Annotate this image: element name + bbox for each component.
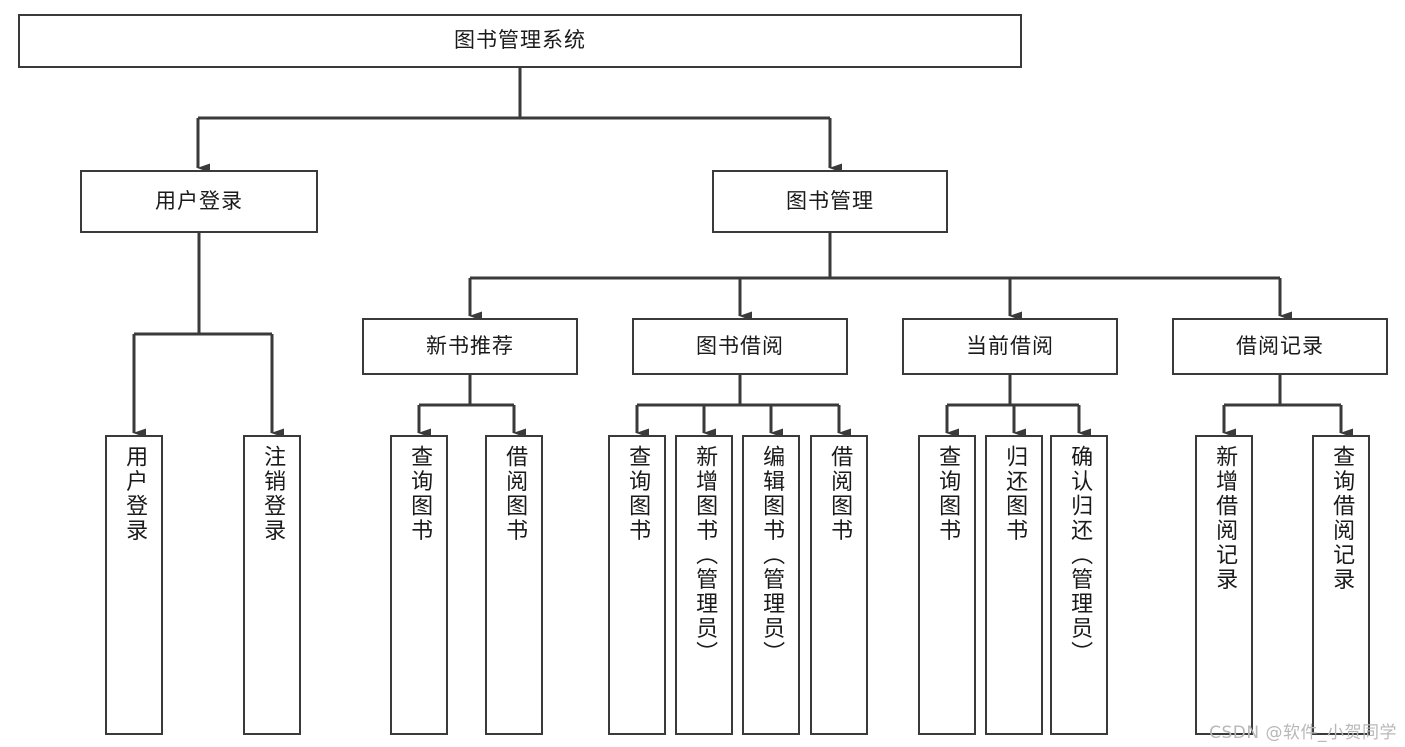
leaf-borrow-edit-book-label: 编辑图书（管理员） <box>759 445 785 666</box>
leaf-borrow-borrow-book-label: 借阅图书 <box>827 445 853 543</box>
node-user-login[interactable]: 用户登录 <box>80 170 318 233</box>
leaf-user-login-signout[interactable]: 注销登录 <box>243 435 301 735</box>
leaf-record-add[interactable]: 新增借阅记录 <box>1195 435 1253 735</box>
leaf-user-login-signout-label: 注销登录 <box>260 445 286 543</box>
leaf-current-confirm-return[interactable]: 确认归还（管理员） <box>1050 435 1108 735</box>
leaf-borrow-edit-book[interactable]: 编辑图书（管理员） <box>742 435 800 735</box>
node-book-management-label: 图书管理 <box>786 188 874 213</box>
leaf-user-login-signin[interactable]: 用户登录 <box>105 435 163 735</box>
leaf-current-query-book[interactable]: 查询图书 <box>918 435 976 735</box>
node-book-management[interactable]: 图书管理 <box>712 170 948 233</box>
leaf-new-book-query[interactable]: 查询图书 <box>390 435 448 735</box>
leaf-new-book-borrow[interactable]: 借阅图书 <box>485 435 543 735</box>
leaf-current-return-book-label: 归还图书 <box>1002 445 1028 543</box>
node-user-login-label: 用户登录 <box>155 188 243 213</box>
leaf-current-return-book[interactable]: 归还图书 <box>985 435 1043 735</box>
leaf-current-confirm-return-label: 确认归还（管理员） <box>1067 445 1093 666</box>
leaf-record-add-label: 新增借阅记录 <box>1212 445 1238 592</box>
leaf-borrow-query-book[interactable]: 查询图书 <box>608 435 666 735</box>
node-root-label: 图书管理系统 <box>454 28 586 53</box>
node-new-book-recommend[interactable]: 新书推荐 <box>362 318 578 375</box>
node-current-borrow-label: 当前借阅 <box>966 333 1054 358</box>
leaf-borrow-borrow-book[interactable]: 借阅图书 <box>810 435 868 735</box>
leaf-record-query-label: 查询借阅记录 <box>1329 445 1355 592</box>
leaf-borrow-add-book[interactable]: 新增图书（管理员） <box>675 435 733 735</box>
node-book-borrow[interactable]: 图书借阅 <box>632 318 848 375</box>
leaf-record-query[interactable]: 查询借阅记录 <box>1312 435 1370 735</box>
leaf-user-login-signin-label: 用户登录 <box>122 445 148 543</box>
node-new-book-recommend-label: 新书推荐 <box>426 333 514 358</box>
leaf-current-query-book-label: 查询图书 <box>935 445 961 543</box>
leaf-borrow-query-book-label: 查询图书 <box>625 445 651 543</box>
node-borrow-record-label: 借阅记录 <box>1236 333 1324 358</box>
leaf-borrow-add-book-label: 新增图书（管理员） <box>692 445 718 666</box>
leaf-new-book-borrow-label: 借阅图书 <box>502 445 528 543</box>
node-root[interactable]: 图书管理系统 <box>18 14 1022 68</box>
leaf-new-book-query-label: 查询图书 <box>407 445 433 543</box>
node-book-borrow-label: 图书借阅 <box>696 333 784 358</box>
node-borrow-record[interactable]: 借阅记录 <box>1172 318 1388 375</box>
node-current-borrow[interactable]: 当前借阅 <box>902 318 1118 375</box>
